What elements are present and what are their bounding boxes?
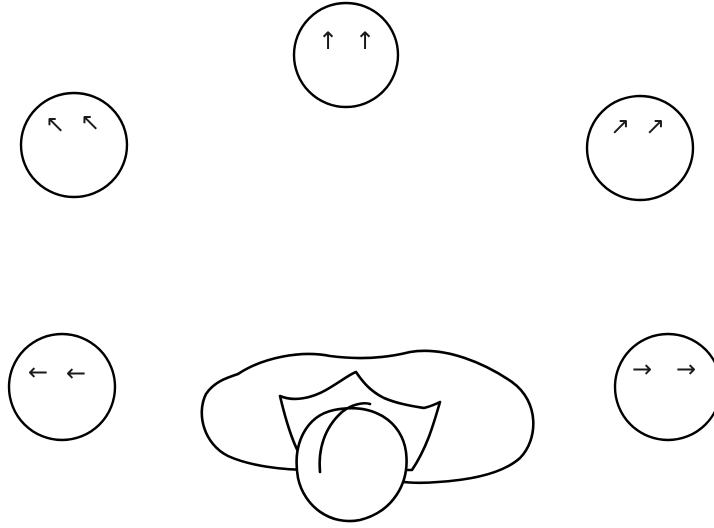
person-top-view bbox=[202, 351, 534, 521]
arrow-up-left-icon: ↖ bbox=[80, 108, 100, 136]
arrow-left-icon: ← bbox=[66, 359, 86, 387]
gaze-circle-right: → → bbox=[615, 334, 714, 440]
gaze-circle-up-left: ↖ ↖ bbox=[21, 93, 127, 197]
arrow-up-icon: ↑ bbox=[355, 27, 375, 55]
gaze-circle-up: ↑ ↑ bbox=[294, 3, 398, 107]
gaze-circle-left: ← ← bbox=[9, 334, 115, 440]
gaze-circle-up-right: ↗ ↗ bbox=[587, 96, 693, 200]
arrow-right-icon: → bbox=[676, 355, 696, 383]
arrow-up-left-icon: ↖ bbox=[45, 110, 65, 138]
arrow-right-icon: → bbox=[632, 355, 652, 383]
head-outline bbox=[297, 408, 407, 521]
arrow-up-right-icon: ↗ bbox=[610, 112, 630, 140]
arrow-up-right-icon: ↗ bbox=[645, 112, 665, 140]
arrow-up-icon: ↑ bbox=[318, 27, 338, 55]
arrow-left-icon: ← bbox=[28, 358, 48, 386]
